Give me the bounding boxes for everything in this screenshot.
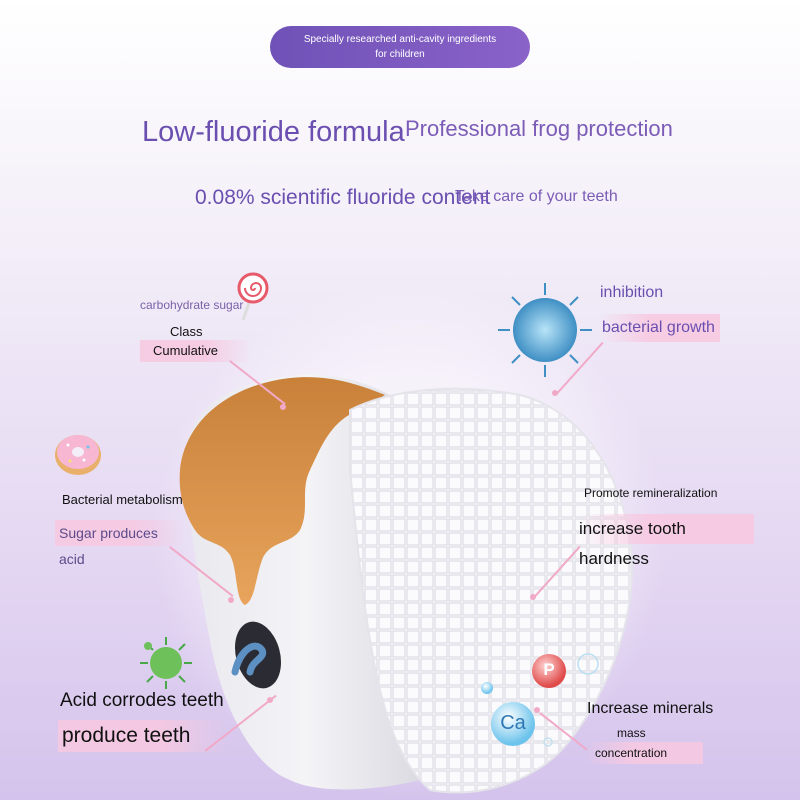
callout-inhibition-line2: bacterial growth xyxy=(600,314,720,342)
callout-metabolism-line1: Bacterial metabolism xyxy=(62,492,183,507)
callout-minerals-line2: mass xyxy=(617,726,646,740)
connector-dot xyxy=(530,594,536,600)
small-bubble-icon xyxy=(543,737,553,747)
connector-dot xyxy=(280,404,286,410)
tooth-right-grid xyxy=(349,387,633,794)
callout-minerals-line3: concentration xyxy=(585,742,703,764)
phosphorus-label: P xyxy=(543,660,555,679)
connector-dot xyxy=(534,707,540,713)
callout-carb-line2: Class xyxy=(170,324,203,339)
callout-remineral-line1: Promote remineralization xyxy=(584,486,718,500)
subheadline-side: Take care of your teeth xyxy=(455,188,618,205)
callout-carb-line1: carbohydrate sugar xyxy=(140,298,244,312)
connector-dot xyxy=(267,697,273,703)
virus-blue-icon xyxy=(498,283,592,377)
calcium-bubble-icon xyxy=(491,702,535,746)
callout-acid-line2: produce teeth xyxy=(58,720,228,752)
headline-side: Professional frog protection xyxy=(405,116,673,141)
callout-acid-line1: Acid corrodes teeth xyxy=(60,690,224,711)
callout-carb-line3: Cumulative xyxy=(140,340,250,362)
banner-pill: Specially researched anti-cavity ingredi… xyxy=(270,26,530,68)
bacteria-worm xyxy=(231,642,267,676)
phosphorus-bubble-icon xyxy=(532,654,566,688)
headline-main: Low-fluoride formula xyxy=(142,116,405,148)
callout-metabolism-line2: Sugar produces acid xyxy=(55,520,185,567)
small-bubble-icon xyxy=(481,682,493,694)
connector-dot xyxy=(228,597,234,603)
subheadline-main: 0.08% scientific fluoride content xyxy=(195,186,491,209)
connector-dot xyxy=(552,390,558,396)
callout-inhibition-line1: inhibition xyxy=(600,284,664,301)
tooth-caries xyxy=(179,377,385,605)
calcium-label: Ca xyxy=(500,712,526,734)
small-bubble-icon xyxy=(577,653,599,675)
banner-text: Specially researched anti-cavity ingredi… xyxy=(303,34,497,60)
virus-green-icon xyxy=(140,637,192,689)
donut-icon xyxy=(55,435,101,475)
lollipop-icon xyxy=(237,272,269,321)
callout-remineral-line2: increase tooth hardness xyxy=(578,514,754,568)
callout-minerals-line1: Increase minerals xyxy=(587,700,714,717)
